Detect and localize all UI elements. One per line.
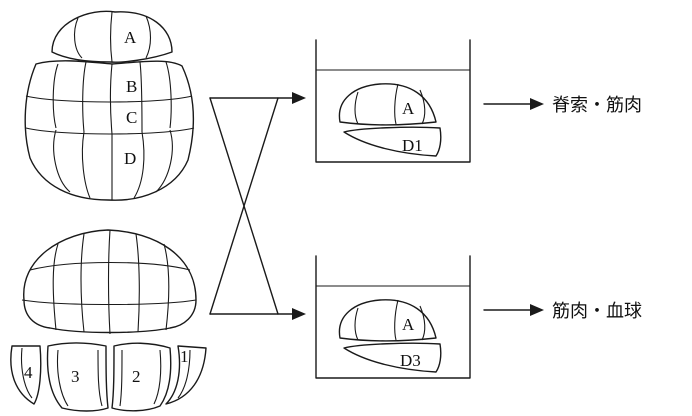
fragment-3 bbox=[46, 342, 109, 412]
fragment-2 bbox=[111, 342, 172, 412]
result-arrow-bottom bbox=[483, 304, 544, 316]
result-arrowhead-bottom bbox=[530, 304, 544, 316]
dish-bottom: A D3 bbox=[315, 255, 471, 379]
dish-bottom-container bbox=[315, 255, 471, 379]
dish-top-piece-label: D1 bbox=[402, 136, 423, 155]
fragment-label-2: 2 bbox=[132, 367, 141, 386]
dish-top-cap-label: A bbox=[402, 99, 415, 118]
dish-bottom-cap-label: A bbox=[402, 315, 415, 334]
dish-top-cap bbox=[338, 83, 437, 126]
result-arrow-top bbox=[483, 98, 544, 110]
fragment-label-3: 3 bbox=[71, 367, 80, 386]
embryo-top-body bbox=[24, 60, 195, 201]
cross-line-2 bbox=[209, 97, 279, 315]
embryo-top: A B C D bbox=[24, 10, 195, 201]
dish-bottom-cap bbox=[338, 299, 437, 342]
dish-top: A D1 bbox=[315, 39, 471, 163]
fragment-label-1: 1 bbox=[180, 347, 189, 366]
crossed-arrows bbox=[209, 92, 306, 320]
arrowhead-top bbox=[292, 92, 306, 104]
fragment-4 bbox=[10, 345, 42, 405]
label-c: C bbox=[126, 108, 137, 127]
label-d: D bbox=[124, 149, 136, 168]
label-b: B bbox=[126, 77, 137, 96]
dish-top-container bbox=[315, 39, 471, 163]
fragment-1 bbox=[165, 345, 207, 405]
embryo-bottom: 4 3 2 1 bbox=[10, 229, 207, 412]
fragment-label-4: 4 bbox=[24, 363, 33, 382]
result-arrowhead-top bbox=[530, 98, 544, 110]
result-top-text: 脊索・筋肉 bbox=[552, 95, 642, 116]
embryo-top-cap bbox=[51, 10, 173, 63]
dish-top-piece bbox=[343, 126, 442, 157]
label-a: A bbox=[124, 28, 137, 47]
result-bottom-text: 筋肉・血球 bbox=[552, 301, 642, 322]
dish-bottom-piece-label: D3 bbox=[400, 351, 421, 370]
embryo-bottom-upper bbox=[21, 229, 197, 335]
arrowhead-bottom bbox=[292, 308, 306, 320]
dish-bottom-piece bbox=[343, 342, 442, 373]
